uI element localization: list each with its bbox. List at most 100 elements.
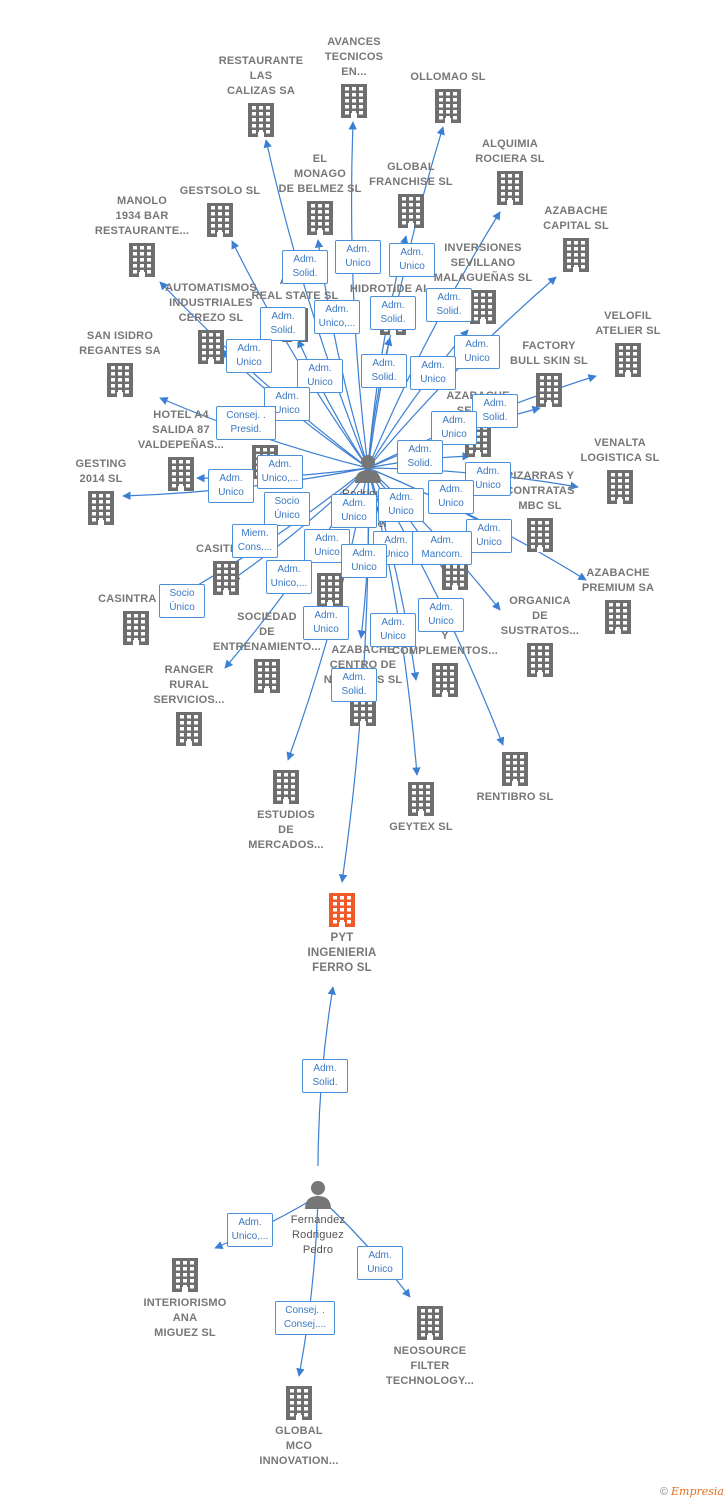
company-label: AZABACHE PREMIUM SA bbox=[581, 567, 655, 594]
company-node[interactable]: OLLOMAO SL bbox=[393, 70, 503, 123]
role-label[interactable]: Adm. Solid. bbox=[260, 307, 306, 341]
role-label[interactable]: Adm. Unico bbox=[378, 488, 424, 522]
role-label[interactable]: Adm. Unico,... bbox=[314, 300, 360, 334]
company-node[interactable]: GLOBAL MCO INNOVATION... bbox=[244, 1386, 354, 1469]
role-label[interactable]: Adm. Solid. bbox=[472, 394, 518, 428]
company-node[interactable]: GESTSOLO SL bbox=[165, 184, 275, 237]
role-label[interactable]: Miem. Cons.... bbox=[232, 524, 278, 558]
role-label[interactable]: Adm. Unico bbox=[418, 598, 464, 632]
company-node[interactable]: ORGANICA DE SUSTRATOS... bbox=[485, 594, 595, 677]
edge-p1-2 bbox=[348, 121, 369, 469]
role-label[interactable]: Socio Único bbox=[159, 584, 205, 618]
company-label: MANOLO 1934 BAR RESTAURANTE... bbox=[94, 195, 190, 237]
company-node[interactable]: RENTIBRO SL bbox=[460, 752, 570, 805]
role-label[interactable]: Adm. Unico,... bbox=[227, 1213, 273, 1247]
role-label[interactable]: Adm. Unico bbox=[335, 240, 381, 274]
role-label[interactable]: Adm. Unico bbox=[208, 469, 254, 503]
company-label: GESTSOLO SL bbox=[179, 185, 261, 197]
company-node[interactable]: AZABACHE CAPITAL SL bbox=[521, 204, 631, 272]
role-label[interactable]: Consej. . Presid. bbox=[216, 406, 276, 440]
edge-p1-12 bbox=[297, 339, 369, 469]
building-icon bbox=[398, 194, 424, 228]
company-node[interactable]: INVERSIONES SEVILLANO MALAGUEÑAS SL bbox=[428, 241, 538, 324]
role-label[interactable]: Adm. Unico,... bbox=[257, 455, 303, 489]
building-icon bbox=[341, 84, 367, 118]
role-label[interactable]: Adm. Solid. bbox=[397, 440, 443, 474]
building-icon bbox=[213, 561, 239, 595]
company-node[interactable]: FACTORY BULL SKIN SL bbox=[494, 339, 604, 407]
role-label[interactable]: Adm. Solid. bbox=[370, 296, 416, 330]
role-label[interactable]: Adm. Unico bbox=[303, 606, 349, 640]
role-label[interactable]: Adm. Unico bbox=[226, 339, 272, 373]
building-icon bbox=[417, 1306, 443, 1340]
company-node[interactable]: SOCIEDAD DE ENTRENAMIENTO... bbox=[212, 610, 322, 693]
role-label[interactable]: Adm. Unico bbox=[454, 335, 500, 369]
company-node[interactable]: CASITRA... bbox=[171, 542, 281, 595]
edge-p1-7 bbox=[231, 240, 369, 469]
company-label: AZABACHE CAPITAL SL bbox=[543, 205, 609, 232]
copyright-symbol: © bbox=[659, 1486, 668, 1498]
edge-p1-28 bbox=[367, 467, 420, 681]
company-node[interactable]: MANOLO 1934 BAR RESTAURANTE... bbox=[87, 194, 197, 277]
role-label[interactable]: Adm. Mancom. bbox=[412, 531, 472, 565]
edge-p2-3 bbox=[296, 1195, 319, 1377]
role-label[interactable]: Adm. Unico bbox=[410, 356, 456, 390]
role-label[interactable]: Adm. Unico bbox=[431, 411, 477, 445]
company-label: GLOBAL MCO INNOVATION... bbox=[259, 1425, 339, 1467]
role-label[interactable]: Adm. Unico bbox=[331, 494, 377, 528]
person-label: Fernandez Rodriguez Pedro bbox=[290, 1214, 346, 1256]
edge-p1-23 bbox=[231, 467, 369, 581]
company-node[interactable]: AVANCES TECNICOS EN... bbox=[299, 35, 409, 118]
main-company-label: PYT INGENIERIA FERRO SL bbox=[307, 932, 377, 974]
company-node[interactable]: RESTAURANTE LAS CALIZAS SA bbox=[206, 54, 316, 137]
role-label[interactable]: Adm. Solid. bbox=[331, 668, 377, 702]
company-node[interactable]: VELOFIL ATELIER SL bbox=[573, 309, 683, 377]
role-label[interactable]: Adm. Unico,... bbox=[266, 560, 312, 594]
person-node[interactable]: Fernandez Rodriguez Pedro bbox=[263, 1179, 373, 1258]
company-node[interactable]: ESTUDIOS DE MERCADOS... bbox=[231, 770, 341, 853]
role-label[interactable]: Adm. Solid. bbox=[302, 1059, 348, 1093]
main-company-node[interactable]: PYT INGENIERIA FERRO SL bbox=[287, 893, 397, 976]
empresia-logo[interactable]: Empresia bbox=[671, 1485, 724, 1498]
building-icon bbox=[176, 712, 202, 746]
role-label[interactable]: Adm. Unico bbox=[428, 480, 474, 514]
company-node[interactable]: VENALTA LOGISTICA SL bbox=[565, 436, 675, 504]
building-icon bbox=[536, 373, 562, 407]
company-node[interactable]: HOTEL A4 SALIDA 87 VALDEPEÑAS... bbox=[126, 408, 236, 491]
role-label[interactable]: Adm. Unico bbox=[341, 544, 387, 578]
company-label: AUTOMATISMOS INDUSTRIALES CEREZO SL bbox=[165, 282, 257, 324]
company-node[interactable]: SAN ISIDRO REGANTES SA bbox=[65, 329, 175, 397]
company-node[interactable]: GEYTEX SL bbox=[366, 782, 476, 835]
role-label[interactable]: Adm. Unico bbox=[389, 243, 435, 277]
company-node[interactable]: ALQUIMIA ROCIERA SL bbox=[455, 137, 565, 205]
role-label[interactable]: Adm. Unico bbox=[357, 1246, 403, 1280]
building-icon bbox=[307, 201, 333, 235]
company-node[interactable]: AZABACHE PREMIUM SA bbox=[563, 566, 673, 634]
building-icon bbox=[408, 782, 434, 816]
company-node[interactable]: EL MONAGO DE BELMEZ SL bbox=[265, 152, 375, 235]
company-label: SAN ISIDRO REGANTES SA bbox=[79, 330, 161, 357]
role-label[interactable]: Adm. Unico bbox=[370, 613, 416, 647]
company-node[interactable] bbox=[275, 573, 385, 607]
role-label[interactable]: Adm. Solid. bbox=[282, 250, 328, 284]
building-icon bbox=[172, 1258, 198, 1292]
company-node[interactable]: INTERIORISMO ANA MIGUEZ SL bbox=[130, 1258, 240, 1341]
role-label[interactable]: Socio Único bbox=[264, 492, 310, 526]
company-label: PIZARRAS Y CONTRATAS MBC SL bbox=[505, 470, 575, 512]
role-label[interactable]: Adm. Solid. bbox=[361, 354, 407, 388]
company-node[interactable]: GLOBAL FRANCHISE SL bbox=[356, 160, 466, 228]
company-label: ALQUIMIA ROCIERA SL bbox=[475, 138, 545, 165]
role-label[interactable]: Consej. . Consej.... bbox=[275, 1301, 335, 1335]
company-node[interactable]: GESTING 2014 SL bbox=[46, 457, 156, 525]
company-node[interactable]: RANGER RURAL SERVICIOS... bbox=[134, 663, 244, 746]
role-label[interactable]: Adm. Unico bbox=[466, 519, 512, 553]
company-label: INTERIORISMO ANA MIGUEZ SL bbox=[143, 1297, 227, 1339]
company-label: NEOSOURCE FILTER TECHNOLOGY... bbox=[385, 1345, 475, 1387]
company-label: HOTEL A4 SALIDA 87 VALDEPEÑAS... bbox=[137, 409, 225, 451]
company-node[interactable]: PIZARRAS Y CONTRATAS MBC SL bbox=[485, 469, 595, 552]
company-label: VENALTA LOGISTICA SL bbox=[580, 437, 660, 464]
company-node[interactable]: AUTOMATISMOS INDUSTRIALES CEREZO SL bbox=[156, 281, 266, 364]
company-node[interactable]: NEOSOURCE FILTER TECHNOLOGY... bbox=[375, 1306, 485, 1389]
company-label: OLLOMAO SL bbox=[410, 71, 486, 83]
role-label[interactable]: Adm. Solid. bbox=[426, 288, 472, 322]
